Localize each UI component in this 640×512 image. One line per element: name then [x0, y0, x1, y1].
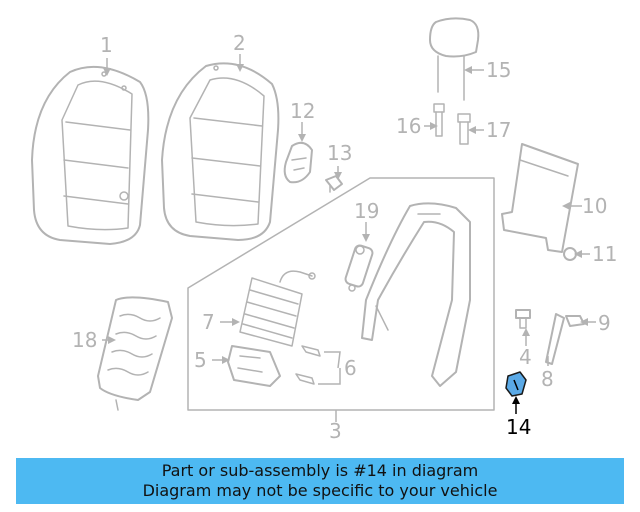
part-15-headrest: [429, 17, 480, 101]
part-10-back-panel: [501, 143, 579, 253]
part-14-highlighted[interactable]: [505, 371, 527, 397]
callout-17: 17: [486, 118, 511, 142]
callout-1: 1: [100, 33, 113, 57]
callout-19: 19: [354, 199, 379, 223]
callout-9: 9: [598, 311, 611, 335]
part-18-pad: [97, 296, 173, 411]
callout-5: 5: [194, 348, 207, 372]
callout-6: 6: [344, 356, 357, 380]
part-11-nut: [563, 247, 577, 261]
part-5-support-plate: [227, 345, 281, 387]
part-19-motor: [344, 244, 374, 292]
callout-8: 8: [541, 367, 554, 391]
callout-14[interactable]: 14: [506, 415, 531, 439]
banner-line-2: Diagram may not be specific to your vehi…: [142, 481, 498, 500]
callout-13: 13: [327, 141, 352, 165]
callout-10: 10: [582, 194, 607, 218]
banner-line-1: Part or sub-assembly is #14 in diagram: [161, 461, 479, 480]
part-16-headrest-guide: [433, 103, 445, 137]
part-12-recliner-cover: [283, 141, 313, 184]
part-9-clip: [565, 315, 585, 327]
callout-3: 3: [329, 419, 342, 443]
callout-15: 15: [486, 58, 511, 82]
callout-7: 7: [202, 310, 215, 334]
part-6-clips: [295, 345, 341, 385]
part-17-headrest-guide: [457, 113, 471, 145]
callout-2: 2: [233, 31, 246, 55]
callout-4: 4: [519, 345, 532, 369]
info-banner: Part or sub-assembly is #14 in diagram D…: [16, 458, 624, 504]
part-7-lumbar-support: [239, 270, 316, 347]
callout-12: 12: [290, 99, 315, 123]
callout-11: 11: [592, 242, 617, 266]
part-4-bolt: [515, 309, 531, 329]
callout-18: 18: [72, 328, 97, 352]
part-8-lever: [545, 313, 565, 365]
part-3-frame-assembly: [187, 177, 495, 411]
part-1-seatback-cover: [31, 65, 150, 245]
callout-16: 16: [396, 114, 421, 138]
part-13-clip: [325, 175, 343, 193]
part-2-seatback-pad: [161, 62, 280, 241]
